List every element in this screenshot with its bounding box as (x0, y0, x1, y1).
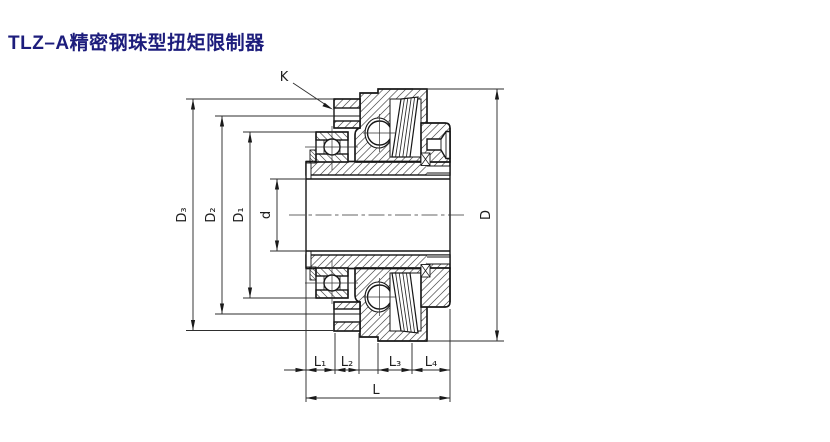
k-leader (292, 82, 333, 110)
label-D2: D₂ (204, 207, 219, 222)
friction-ring-bottom (333, 301, 361, 332)
label-L2: L₂ (341, 355, 353, 370)
spring-cavity-top (389, 96, 422, 158)
bottom-ext-lines (305, 268, 451, 402)
dim-D3 (186, 98, 334, 331)
flange-bottom (420, 267, 451, 308)
flange-top (420, 122, 451, 163)
label-D: D (479, 210, 494, 220)
dim-d (270, 178, 306, 252)
label-L4: L₄ (425, 355, 437, 370)
friction-ring-top (333, 98, 361, 129)
hub (305, 160, 451, 270)
dim-D2 (215, 115, 334, 315)
label-d: d (259, 211, 274, 219)
label-K: K (280, 70, 289, 85)
dim-L (306, 395, 450, 401)
spring-cavity-bottom (389, 272, 422, 334)
ball-crosshair-bottom (363, 278, 396, 316)
page-title: TLZ–A精密钢珠型扭矩限制器 (8, 33, 265, 54)
dim-labels: D₃ D₂ D₁ d D L₁ L₂ L₃ L₄ L K (175, 70, 494, 398)
bearing-bottom (305, 260, 358, 304)
label-L1: L₁ (314, 355, 326, 370)
dimensions (186, 82, 504, 402)
dim-L1-L4 (284, 367, 450, 373)
snap-ring-bottom (309, 266, 317, 281)
label-L: L (372, 383, 380, 398)
label-L3: L₃ (389, 355, 401, 370)
label-D1: D₁ (232, 207, 247, 222)
part-geometry (305, 88, 451, 342)
dim-D (413, 88, 504, 342)
dim-D1 (243, 131, 316, 299)
bearing-top (305, 126, 358, 170)
ball-crosshair-top (363, 114, 396, 152)
label-D3: D₃ (175, 207, 190, 222)
pin-top (420, 152, 431, 166)
snap-ring-top (309, 149, 317, 164)
pin-bottom (420, 264, 431, 278)
